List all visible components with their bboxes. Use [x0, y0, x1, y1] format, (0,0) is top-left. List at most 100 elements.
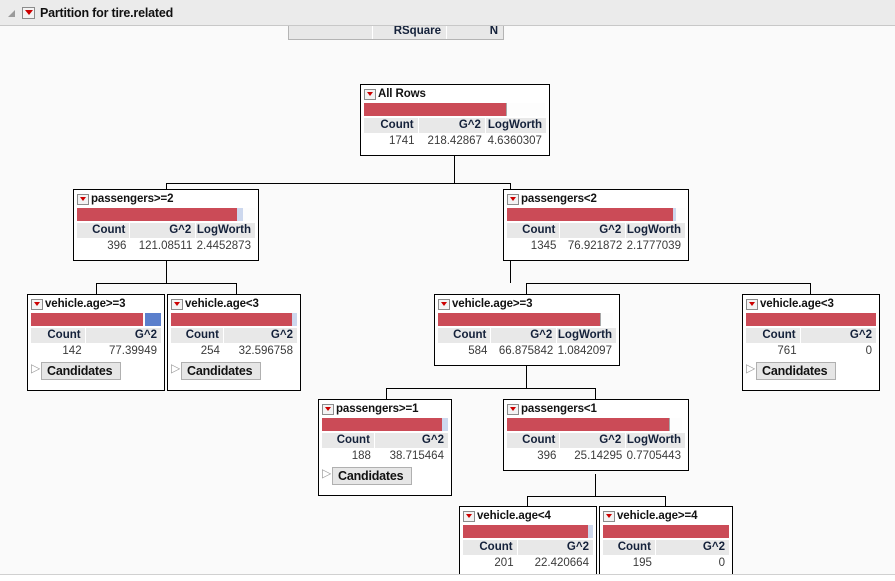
node-header[interactable]: vehicle.age<4 [463, 509, 593, 523]
red-triangle-menu-icon[interactable] [171, 298, 183, 310]
candidates-row[interactable]: Candidates [322, 467, 448, 485]
stat-header-count: Count [31, 328, 86, 343]
stat-header-g2: G^2 [491, 328, 558, 343]
node-label: passengers>=2 [91, 193, 174, 205]
stat-value-g2: 0 [655, 555, 729, 571]
tree-node-passengers-ge-2[interactable]: passengers>=2 Count G^2 LogWorth 396 121… [73, 189, 259, 261]
connector [386, 388, 387, 399]
node-header[interactable]: vehicle.age>=4 [603, 509, 729, 523]
tree-node-vehicle-age-ge-3-left[interactable]: vehicle.age>=3 Count G^2 142 77.39949 [27, 294, 165, 391]
page-title: Partition for tire.related [40, 5, 174, 20]
red-triangle-menu-icon[interactable] [463, 510, 475, 522]
node-header[interactable]: passengers>=2 [77, 192, 255, 206]
stat-header-g2: G^2 [374, 433, 448, 448]
candidates-button[interactable]: Candidates [332, 467, 413, 485]
candidates-row[interactable]: Candidates [746, 362, 876, 380]
summary-header-n: N [447, 26, 503, 39]
stat-value-g2: 22.420664 [517, 555, 593, 571]
tree-node-passengers-lt-2[interactable]: passengers<2 Count G^2 LogWorth 1345 76.… [503, 189, 689, 261]
candidates-button[interactable]: Candidates [181, 362, 262, 380]
disclosure-triangle-icon[interactable] [322, 467, 331, 481]
stat-value-g2: 77.39949 [85, 343, 161, 359]
tree-node-passengers-ge-1[interactable]: passengers>=1 Count G^2 188 38.715464 Ca… [318, 399, 452, 496]
red-triangle-menu-icon[interactable] [746, 298, 758, 310]
summary-of-fit-table: RSquare N [288, 26, 504, 40]
stat-value-g2: 76.921872 [560, 238, 627, 254]
tree-node-passengers-lt-1[interactable]: passengers<1 Count G^2 LogWorth 396 25.1… [503, 399, 689, 471]
stat-header-count: Count [322, 433, 375, 448]
tree-node-vehicle-age-lt-3-right[interactable]: vehicle.age<3 Count G^2 761 0 Candidates [742, 294, 880, 391]
tree-canvas[interactable]: RSquare N [0, 26, 895, 581]
stat-header-logworth: LogWorth [626, 433, 685, 448]
disclosure-triangle-icon[interactable] [746, 362, 755, 376]
stat-header-g2: G^2 [223, 328, 297, 343]
node-header[interactable]: All Rows [364, 87, 546, 101]
node-header[interactable]: passengers<2 [507, 192, 685, 206]
node-header[interactable]: passengers>=1 [322, 402, 448, 416]
node-header[interactable]: vehicle.age>=3 [31, 297, 161, 311]
tree-node-vehicle-age-lt-3-left[interactable]: vehicle.age<3 Count G^2 254 32.596758 Ca… [167, 294, 301, 391]
disclosure-triangle-icon[interactable] [171, 362, 180, 376]
red-triangle-menu-icon[interactable] [322, 403, 334, 415]
node-stats-table: Count G^2 195 0 [603, 540, 729, 571]
tree-node-all-rows[interactable]: All Rows Count G^2 LogWorth 1741 218.428… [360, 84, 550, 156]
red-triangle-menu-icon[interactable] [507, 403, 519, 415]
candidates-button[interactable]: Candidates [41, 362, 122, 380]
red-triangle-menu-icon[interactable] [77, 193, 89, 205]
red-triangle-menu-icon[interactable] [603, 510, 615, 522]
tree-node-vehicle-age-ge-3-right[interactable]: vehicle.age>=3 Count G^2 LogWorth 584 66… [434, 294, 620, 366]
candidates-button[interactable]: Candidates [756, 362, 837, 380]
node-header[interactable]: vehicle.age>=3 [438, 297, 616, 311]
stat-value-g2: 66.875842 [491, 343, 558, 359]
node-header[interactable]: vehicle.age<3 [171, 297, 297, 311]
stat-header-logworth: LogWorth [626, 223, 685, 238]
stat-header-count: Count [507, 433, 561, 448]
stat-value-logworth: 4.6360307 [485, 133, 546, 149]
stat-value-g2: 25.14295 [560, 448, 627, 464]
node-header[interactable]: passengers<1 [507, 402, 685, 416]
connector [454, 156, 455, 183]
red-triangle-menu-icon[interactable] [31, 298, 43, 310]
proportion-bar [322, 418, 448, 431]
node-stats-table: Count G^2 LogWorth 396 121.08511 2.44528… [77, 223, 255, 254]
stat-header-count: Count [603, 540, 656, 555]
node-stats-table: Count G^2 LogWorth 584 66.875842 1.08420… [438, 328, 616, 359]
tree-node-vehicle-age-ge-4[interactable]: vehicle.age>=4 Count G^2 195 0 Candidate… [599, 506, 733, 581]
proportion-bar [171, 313, 297, 326]
stat-value-count: 188 [322, 448, 375, 464]
stat-value-count: 142 [31, 343, 86, 359]
stat-header-count: Count [463, 540, 518, 555]
candidates-row[interactable]: Candidates [31, 362, 161, 380]
red-triangle-menu-icon[interactable] [507, 193, 519, 205]
node-label: vehicle.age<3 [185, 298, 259, 310]
tree-node-vehicle-age-lt-4[interactable]: vehicle.age<4 Count G^2 201 22.420664 Ca… [459, 506, 597, 581]
red-triangle-menu-icon[interactable] [364, 88, 376, 100]
candidates-row[interactable]: Candidates [171, 362, 297, 380]
connector [510, 183, 511, 191]
stat-value-g2: 0 [800, 343, 876, 359]
node-label: vehicle.age>=4 [617, 510, 698, 522]
connector [236, 283, 237, 294]
summary-header-rsquare: RSquare [373, 26, 447, 39]
red-triangle-menu-icon[interactable] [22, 6, 35, 19]
connector [595, 388, 596, 399]
node-label: vehicle.age>=3 [452, 298, 533, 310]
stat-header-count: Count [438, 328, 492, 343]
stat-value-logworth: 2.4452873 [196, 238, 255, 254]
stat-value-logworth: 2.1777039 [626, 238, 685, 254]
node-header[interactable]: vehicle.age<3 [746, 297, 876, 311]
window-titlebar: Partition for tire.related [0, 0, 895, 26]
connector [166, 183, 511, 184]
node-stats-table: Count G^2 761 0 [746, 328, 876, 359]
node-label: vehicle.age<4 [477, 510, 551, 522]
node-stats-table: Count G^2 142 77.39949 [31, 328, 161, 359]
proportion-bar [603, 525, 729, 538]
red-triangle-menu-icon[interactable] [438, 298, 450, 310]
outline-disclosure-icon[interactable] [8, 10, 15, 17]
stat-header-g2: G^2 [517, 540, 593, 555]
connector [526, 283, 527, 294]
node-label: vehicle.age>=3 [45, 298, 126, 310]
disclosure-triangle-icon[interactable] [31, 362, 40, 376]
connector [166, 183, 167, 191]
